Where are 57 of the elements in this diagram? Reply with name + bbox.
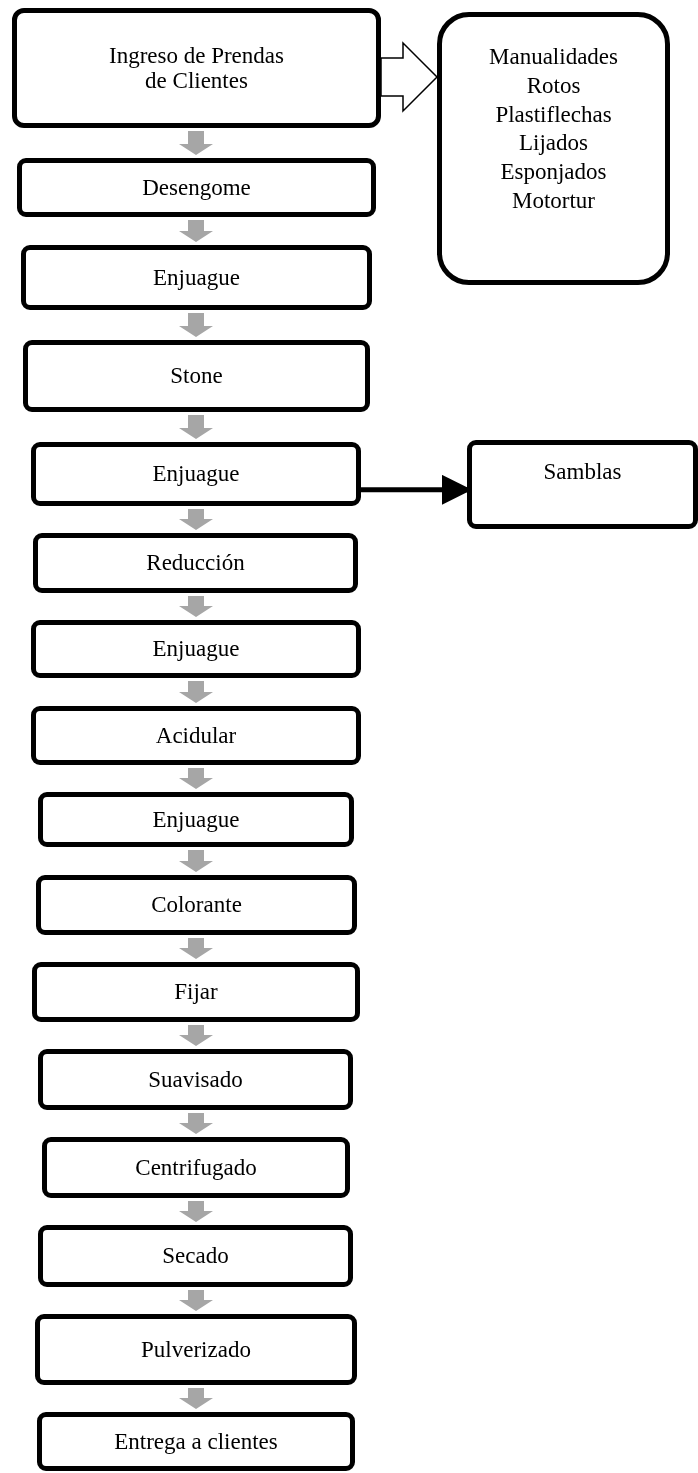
process-box xyxy=(21,245,372,310)
block-arrow xyxy=(179,313,213,337)
step-label: Desengome xyxy=(142,174,251,201)
step-label: Acidular xyxy=(155,722,237,749)
process-box xyxy=(31,442,361,506)
process-box xyxy=(38,1225,353,1287)
step-label: Centrifugado xyxy=(135,1154,257,1181)
process-box xyxy=(12,8,381,128)
process-box xyxy=(17,158,376,217)
block-arrow xyxy=(179,415,213,439)
step-label: Lijados xyxy=(519,129,588,158)
block-arrow xyxy=(179,131,213,155)
block-arrow xyxy=(179,596,213,617)
block-arrow xyxy=(179,1201,213,1222)
block-arrow xyxy=(179,509,213,530)
process-box xyxy=(36,875,357,935)
block-arrow xyxy=(179,1113,213,1134)
step-label: Reducción xyxy=(146,550,245,576)
process-box xyxy=(31,620,361,678)
block-arrow xyxy=(179,1290,213,1311)
step-label: Enjuague xyxy=(152,636,240,662)
process-box xyxy=(38,1049,353,1110)
step-label: Esponjados xyxy=(500,158,607,186)
step-label: Enjuague xyxy=(152,806,240,833)
process-box xyxy=(35,1314,357,1385)
step-label: Ingreso de Prendas de Clientes xyxy=(108,43,285,94)
process-box xyxy=(31,706,361,765)
block-arrow xyxy=(179,850,213,872)
process-box xyxy=(32,962,360,1022)
step-label: Entrega a clientes xyxy=(114,1428,278,1455)
step-label: Motortur xyxy=(511,186,596,215)
block-arrow xyxy=(179,220,213,242)
block-arrow xyxy=(179,1025,213,1046)
step-label: Stone xyxy=(170,363,223,389)
process-box xyxy=(37,1412,355,1471)
block-arrow xyxy=(179,1388,213,1409)
process-box xyxy=(33,533,358,593)
step-label: Suavisado xyxy=(148,1066,243,1093)
block-arrow xyxy=(179,681,213,703)
step-label: Enjuague xyxy=(152,461,240,487)
process-box xyxy=(437,12,670,285)
step-label: Enjuague xyxy=(153,264,240,291)
step-label: Fijar xyxy=(174,979,218,1005)
step-label: Secado xyxy=(162,1243,229,1269)
step-label: Plastiflechas xyxy=(495,100,612,129)
process-box xyxy=(42,1137,350,1198)
step-label: Rotos xyxy=(526,71,581,100)
block-arrow xyxy=(380,41,439,113)
process-box xyxy=(38,792,354,847)
process-box xyxy=(467,440,698,529)
step-label: Manualidades xyxy=(489,43,618,71)
step-label: Samblas xyxy=(543,459,622,485)
step-label: Pulverizado xyxy=(141,1336,251,1363)
block-arrow xyxy=(179,938,213,959)
block-arrow xyxy=(179,768,213,789)
step-label: Colorante xyxy=(151,892,242,918)
process-box xyxy=(23,340,370,412)
